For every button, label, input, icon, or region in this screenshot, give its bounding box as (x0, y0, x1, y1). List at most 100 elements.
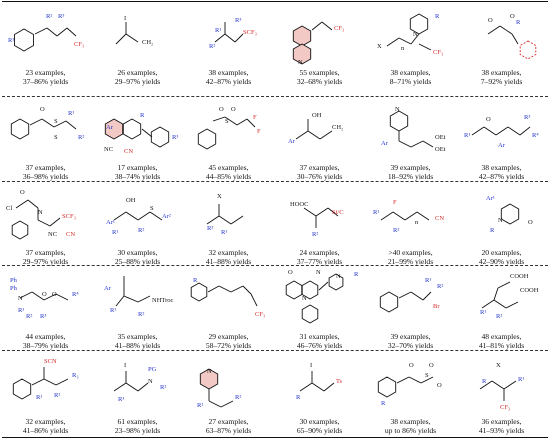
rule-1 (2, 96, 548, 97)
yield-caption: 32 examples,41–86% yields (0, 417, 91, 435)
atom-label-r2c5-2: O (528, 219, 533, 226)
atom-label-r0c4-4: CF₃ (433, 49, 443, 56)
bond-r4c1-3 (137, 382, 149, 392)
yield-caption: 32 examples,41–88% yields (183, 248, 274, 266)
yield-range: 41–88% yields (114, 341, 161, 350)
ring-r1c1-0 (104, 118, 124, 140)
bond-r2c4-2 (404, 211, 418, 221)
atom-label-r2c3-0: HOOC (290, 201, 308, 208)
atom-label-r0c3-1: N (298, 59, 303, 66)
bond-r2c0-1 (27, 199, 39, 209)
bond-r0c5-2 (511, 33, 519, 45)
atom-label-r1c0-1: S (54, 118, 58, 125)
atom-label-r2c0-5: CN (66, 231, 75, 238)
atom-label-r1c2-4: F (257, 128, 261, 135)
bond-r1c5-4 (519, 126, 531, 136)
bond-r1c2-3 (246, 118, 256, 128)
atom-label-r2c0-3: SCF₃ (62, 213, 76, 220)
examples-count: 24 examples, (299, 248, 340, 257)
atom-label-r1c1-0: Ar (106, 124, 114, 131)
bond-r1c4-1 (398, 140, 412, 148)
bond-r3c2-2 (230, 285, 244, 293)
atom-label-r4c0-2: R² (54, 392, 60, 399)
atom-label-r3c3-3: N (336, 273, 341, 280)
ring-r0c0-0 (14, 28, 34, 52)
bond-r1c4-3 (422, 140, 434, 148)
atom-label-r4c1-1: PG (148, 366, 157, 373)
examples-count: 38 examples, (208, 68, 249, 77)
bond-r0c4-3 (418, 43, 432, 51)
atom-label-r1c2-1: O (231, 106, 236, 113)
yield-caption: >40 examples,21–99% yields (365, 248, 456, 266)
atom-label-r3c2-0: R (193, 277, 198, 284)
examples-count: >40 examples, (388, 248, 433, 257)
yield-range: 32–70% yields (387, 341, 434, 350)
yield-range: 41–88% yields (205, 257, 252, 266)
bond-r4c4-0 (396, 376, 410, 384)
ring-r0c3-1 (292, 43, 312, 65)
examples-count: 45 examples, (208, 163, 249, 172)
bond-r2c0-0 (15, 199, 29, 209)
atom-label-r3c3-1: N (316, 269, 321, 276)
bond-r1c0-1 (41, 118, 55, 128)
bond-r4c1-0 (113, 382, 127, 392)
examples-count: 32 examples, (208, 248, 249, 257)
bond-r0c0-3 (66, 27, 77, 37)
bond-r3c2-0 (207, 285, 220, 293)
bond-r2c1-3 (149, 211, 163, 221)
ring-r2c0-0 (11, 220, 29, 240)
bond-r3c2-1 (218, 285, 232, 293)
atom-label-r1c0-0: O (40, 106, 45, 113)
examples-count: 38 examples, (390, 417, 431, 426)
atom-label-r1c1-3: CN (124, 148, 133, 155)
atom-label-r2c3-1: Si/C (332, 209, 344, 216)
atom-label-r0c2-1: R² (209, 43, 215, 50)
atom-label-r4c1-0: I (124, 362, 126, 369)
atom-label-r4c1-4: R¹ (118, 396, 124, 403)
bond-r0c1-1 (125, 33, 139, 43)
atom-label-r4c2-2: R¹ (197, 402, 203, 409)
bond-r2c4-0 (380, 211, 394, 221)
yield-caption: 37 examples,29–97% yields (0, 248, 91, 266)
atom-label-r0c5-2: O (510, 13, 515, 20)
examples-count: 17 examples, (117, 163, 158, 172)
atom-label-r1c1-1: R (140, 112, 145, 119)
atom-label-r1c4-1: Ar (381, 140, 389, 147)
atom-label-r2c0-1: Cl (6, 205, 12, 212)
ring-r1c2-0 (197, 128, 217, 150)
yield-caption: 38 examples,7–92% yields (456, 68, 547, 86)
yield-range: 30–76% yields (296, 172, 343, 181)
yield-range: 46–76% yields (296, 341, 343, 350)
atom-label-r3c0-6: R⁴ (72, 291, 79, 298)
bond-r0c1-0 (115, 33, 127, 45)
atom-label-r2c1-3: S (150, 205, 154, 212)
bond-r1c4-2 (410, 140, 424, 148)
bond-r3c0-0 (19, 291, 33, 299)
atom-label-r4c0-0: SCN (44, 358, 57, 365)
ring-r0c5-0 (519, 40, 537, 60)
examples-count: 55 examples, (299, 68, 340, 77)
atom-label-r4c5-2: R¹ (518, 376, 524, 383)
atom-label-r3c0-7: R² (26, 313, 32, 320)
atom-label-r4c0-3: R₃ (72, 372, 79, 379)
bond-r0c2-1 (224, 33, 236, 43)
bond-r4c2-2 (220, 400, 234, 408)
bond-r3c3-0 (318, 281, 329, 291)
atom-label-r0c1-1: CH₂ (142, 39, 153, 46)
atom-label-r3c0-2: N (18, 295, 23, 302)
